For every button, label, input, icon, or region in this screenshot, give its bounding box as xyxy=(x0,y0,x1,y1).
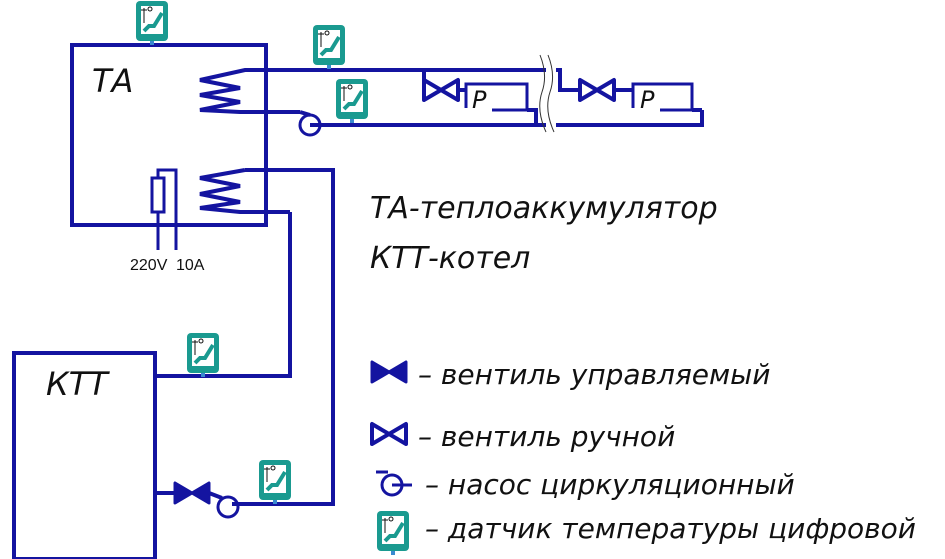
description-ta: ТА-теплоаккумулятор xyxy=(370,191,718,226)
manual-valve-icon xyxy=(370,422,408,446)
return-temperature-sensor xyxy=(334,77,370,125)
legend: – вентиль управляемый – вентиль ручной –… xyxy=(370,358,916,557)
supply-temperature-sensor xyxy=(311,23,347,71)
pipe-break-mark xyxy=(539,54,547,133)
radiator-2-manual-valve-icon xyxy=(578,78,616,102)
current-label: 10A xyxy=(176,257,205,274)
ktt-label: КТТ xyxy=(46,365,110,403)
boiler-supply-temperature-sensor xyxy=(185,331,221,379)
legend-sensor: – датчик температуры цифровой xyxy=(425,512,916,545)
radiator-2-label: P xyxy=(640,86,655,114)
description-ktt: КТТ-котел xyxy=(370,241,530,276)
legend-pump: – насос циркуляционный xyxy=(425,468,795,501)
boiler-pump-icon xyxy=(216,495,240,519)
lower-coil xyxy=(199,168,290,214)
heat-accumulator-tank: ТА 220V 10A xyxy=(70,43,300,274)
pump-icon xyxy=(376,470,412,497)
legend-manual-valve: – вентиль ручной xyxy=(418,420,675,453)
voltage-label: 220V xyxy=(130,257,168,274)
radiator-circuit: P P xyxy=(266,54,704,137)
boiler-controlled-valve-icon xyxy=(173,481,211,505)
pipe-break-mark xyxy=(547,54,555,133)
radiator-1-label: P xyxy=(472,86,487,114)
legend-controlled-valve: – вентиль управляемый xyxy=(418,358,770,391)
tank-temperature-sensor xyxy=(134,0,170,47)
controlled-valve-icon xyxy=(370,360,408,384)
temperature-sensor-icon xyxy=(375,509,411,557)
upper-coil xyxy=(199,68,300,114)
boiler-return-temperature-sensor xyxy=(257,458,293,506)
solid-fuel-boiler: КТТ xyxy=(12,168,335,559)
radiator-1-manual-valve-icon xyxy=(422,78,460,102)
ta-label: ТА xyxy=(92,62,133,100)
electric-heater xyxy=(150,168,178,250)
